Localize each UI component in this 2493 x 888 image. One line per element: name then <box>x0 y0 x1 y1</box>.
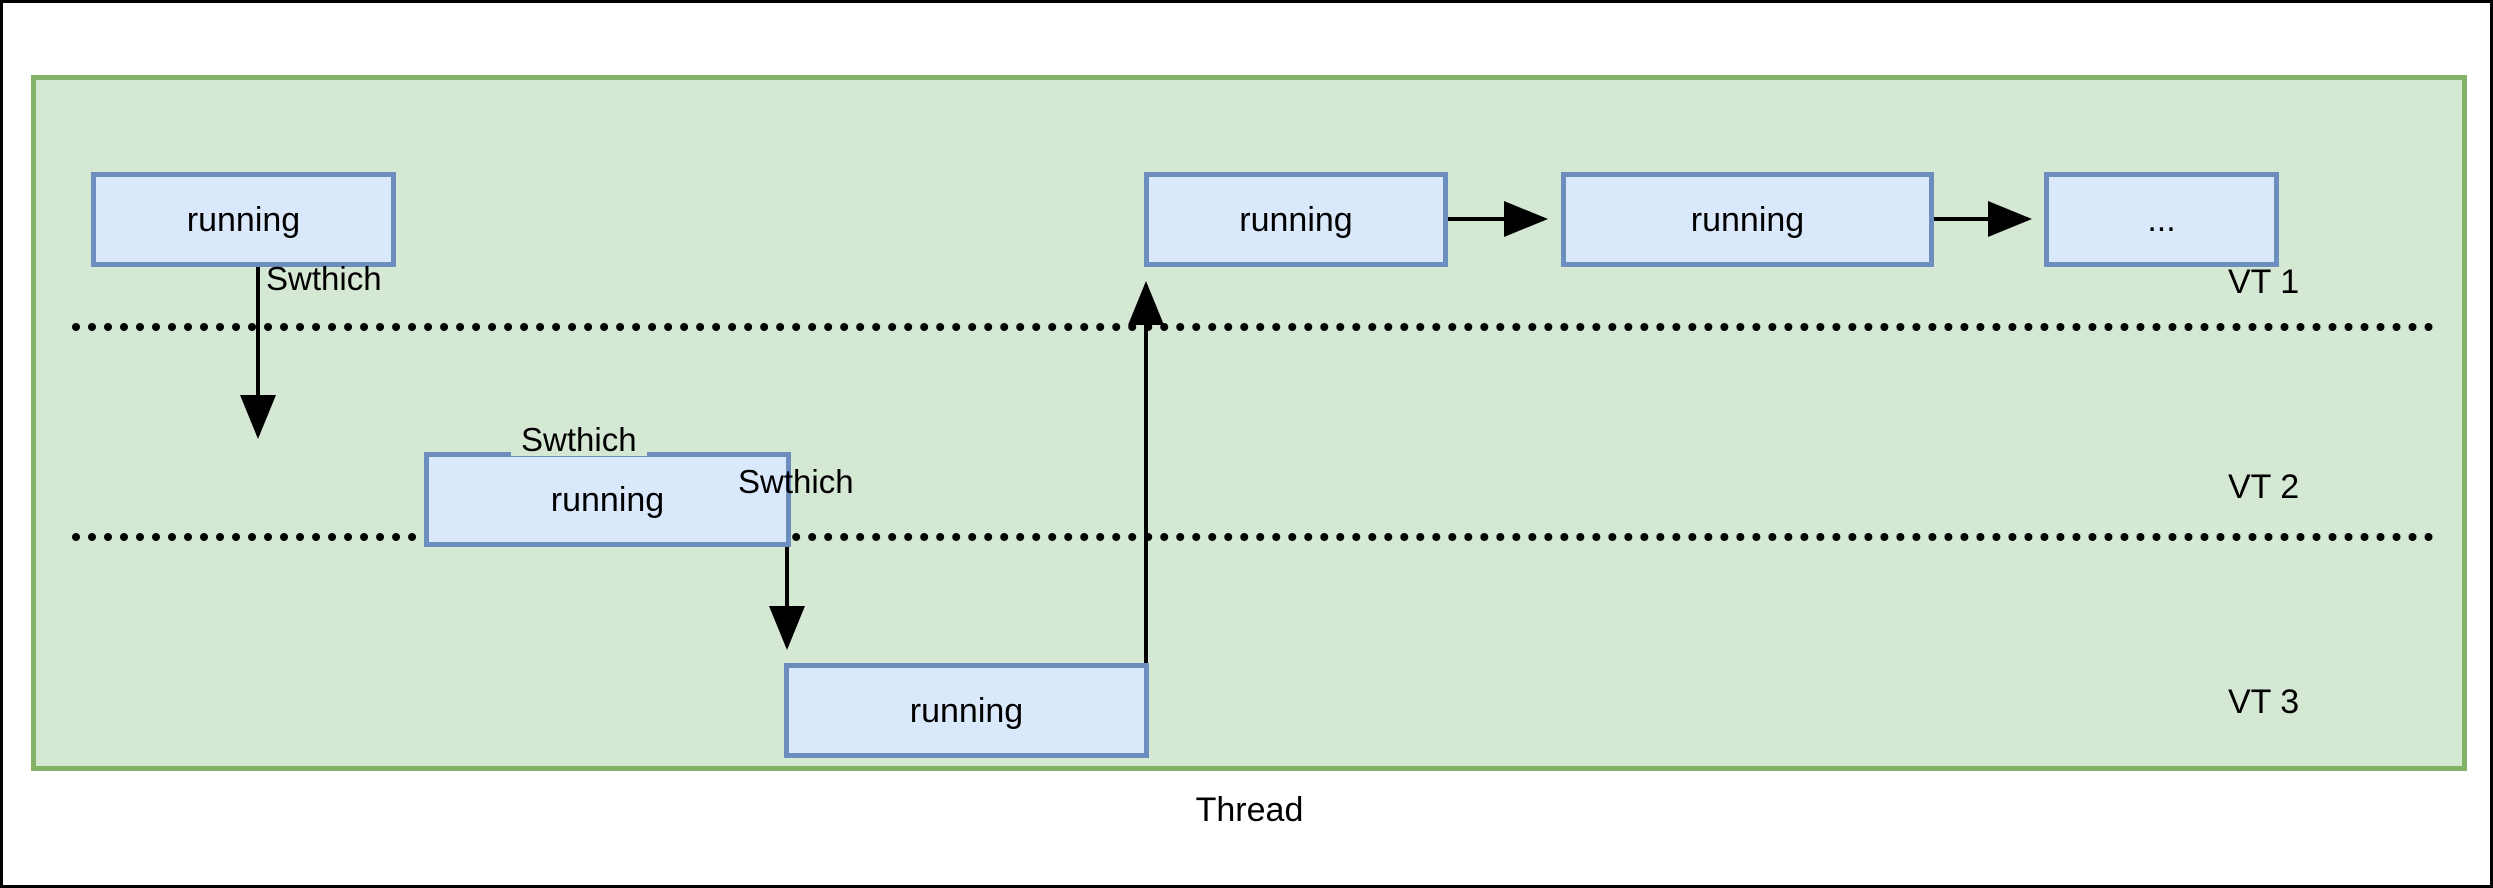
state-box-vt3-running-1[interactable]: running <box>784 663 1149 758</box>
lane-divider-vt1-vt2 <box>72 323 2434 331</box>
state-box-label: running <box>1690 200 1805 239</box>
state-box-vt1-running-2[interactable]: running <box>1144 172 1448 267</box>
lane-divider-vt2-vt3 <box>72 533 2434 541</box>
state-box-vt1-ellipsis[interactable]: ... <box>2044 172 2279 267</box>
switch-label-a-to-b: Swthich <box>266 260 382 297</box>
state-box-label: running <box>1239 200 1353 239</box>
thread-caption: Thread <box>1195 791 1304 829</box>
state-box-label: running <box>186 200 301 239</box>
state-box-label: running <box>550 480 665 519</box>
state-box-label: running <box>909 691 1024 730</box>
state-box-vt1-running-1[interactable]: running <box>91 172 396 267</box>
lane-label-vt3: VT 3 <box>2228 683 2300 721</box>
thread-container: VT 1 VT 2 VT 3 running ru <box>31 75 2467 771</box>
state-box-vt2-running-1[interactable]: running <box>424 452 791 547</box>
switch-label-c-to-d: Swthich <box>738 463 854 500</box>
lane-label-vt1: VT 1 <box>2228 263 2300 301</box>
state-box-label: ... <box>2147 200 2176 239</box>
state-box-vt1-running-3[interactable]: running <box>1561 172 1934 267</box>
lane-label-vt2: VT 2 <box>2228 468 2300 506</box>
switch-label-b-to-c: Swthich <box>511 423 647 456</box>
